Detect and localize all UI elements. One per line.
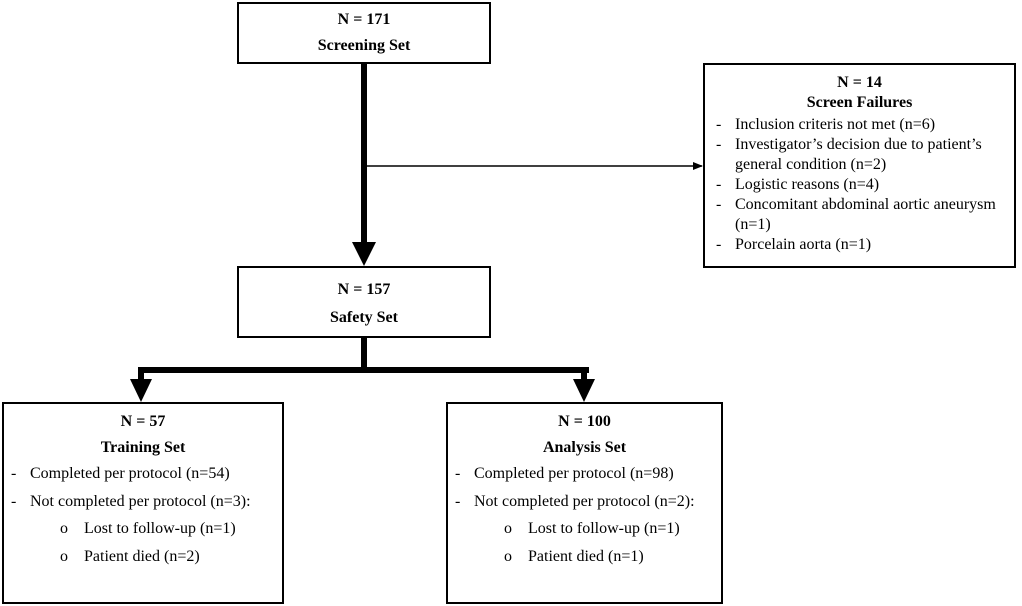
analysis-not-completed: Not completed per protocol (n=2): bbox=[452, 492, 717, 512]
training-completed: Completed per protocol (n=54) bbox=[8, 464, 278, 484]
analysis-set-count: N = 100 bbox=[558, 413, 611, 430]
training-set-count: N = 57 bbox=[120, 413, 166, 430]
analysis-sub-list: Lost to follow-up (n=1) Patient died (n=… bbox=[452, 518, 717, 568]
training-sub-list: Lost to follow-up (n=1) Patient died (n=… bbox=[8, 518, 278, 568]
training-set-list: Completed per protocol (n=54) Not comple… bbox=[8, 464, 278, 512]
analysis-sub-item: Patient died (n=1) bbox=[452, 546, 717, 568]
screen-failures-box: N = 14 Screen Failures Inclusion criteri… bbox=[703, 63, 1016, 268]
analysis-arrowhead bbox=[573, 379, 595, 402]
safety-set-box: N = 157 Safety Set bbox=[237, 266, 491, 338]
analysis-completed: Completed per protocol (n=98) bbox=[452, 464, 717, 484]
screen-failure-item: Logistic reasons (n=4) bbox=[713, 175, 1006, 195]
screening-set-box: N = 171 Screening Set bbox=[237, 2, 491, 64]
training-arrowhead bbox=[130, 379, 152, 402]
screen-failures-list: Inclusion criteris not met (n=6) Investi… bbox=[713, 115, 1006, 255]
screening-set-count: N = 171 bbox=[337, 11, 391, 28]
screen-failure-item: Inclusion criteris not met (n=6) bbox=[713, 115, 1006, 135]
safety-set-count: N = 157 bbox=[337, 281, 391, 298]
screening-set-title: Screening Set bbox=[317, 37, 411, 54]
safety-arrowhead bbox=[352, 242, 376, 266]
analysis-set-list: Completed per protocol (n=98) Not comple… bbox=[452, 464, 717, 512]
training-not-completed: Not completed per protocol (n=3): bbox=[8, 492, 278, 512]
screen-failure-item: Investigator’s decision due to patient’s… bbox=[713, 135, 1006, 175]
analysis-set-box: N = 100 Analysis Set Completed per proto… bbox=[446, 402, 723, 604]
screen-failures-count: N = 14 bbox=[837, 74, 882, 91]
training-set-title: Training Set bbox=[100, 439, 186, 456]
analysis-set-title: Analysis Set bbox=[542, 439, 627, 456]
screen-failure-item: Concomitant abdominal aortic aneurysm (n… bbox=[713, 195, 1006, 235]
safety-set-title: Safety Set bbox=[330, 309, 398, 326]
training-sub-item: Patient died (n=2) bbox=[8, 546, 278, 568]
screen-failures-title: Screen Failures bbox=[806, 94, 913, 111]
training-sub-item: Lost to follow-up (n=1) bbox=[8, 518, 278, 540]
screen-failure-item: Porcelain aorta (n=1) bbox=[713, 235, 1006, 255]
training-set-box: N = 57 Training Set Completed per protoc… bbox=[2, 402, 284, 604]
analysis-sub-item: Lost to follow-up (n=1) bbox=[452, 518, 717, 540]
